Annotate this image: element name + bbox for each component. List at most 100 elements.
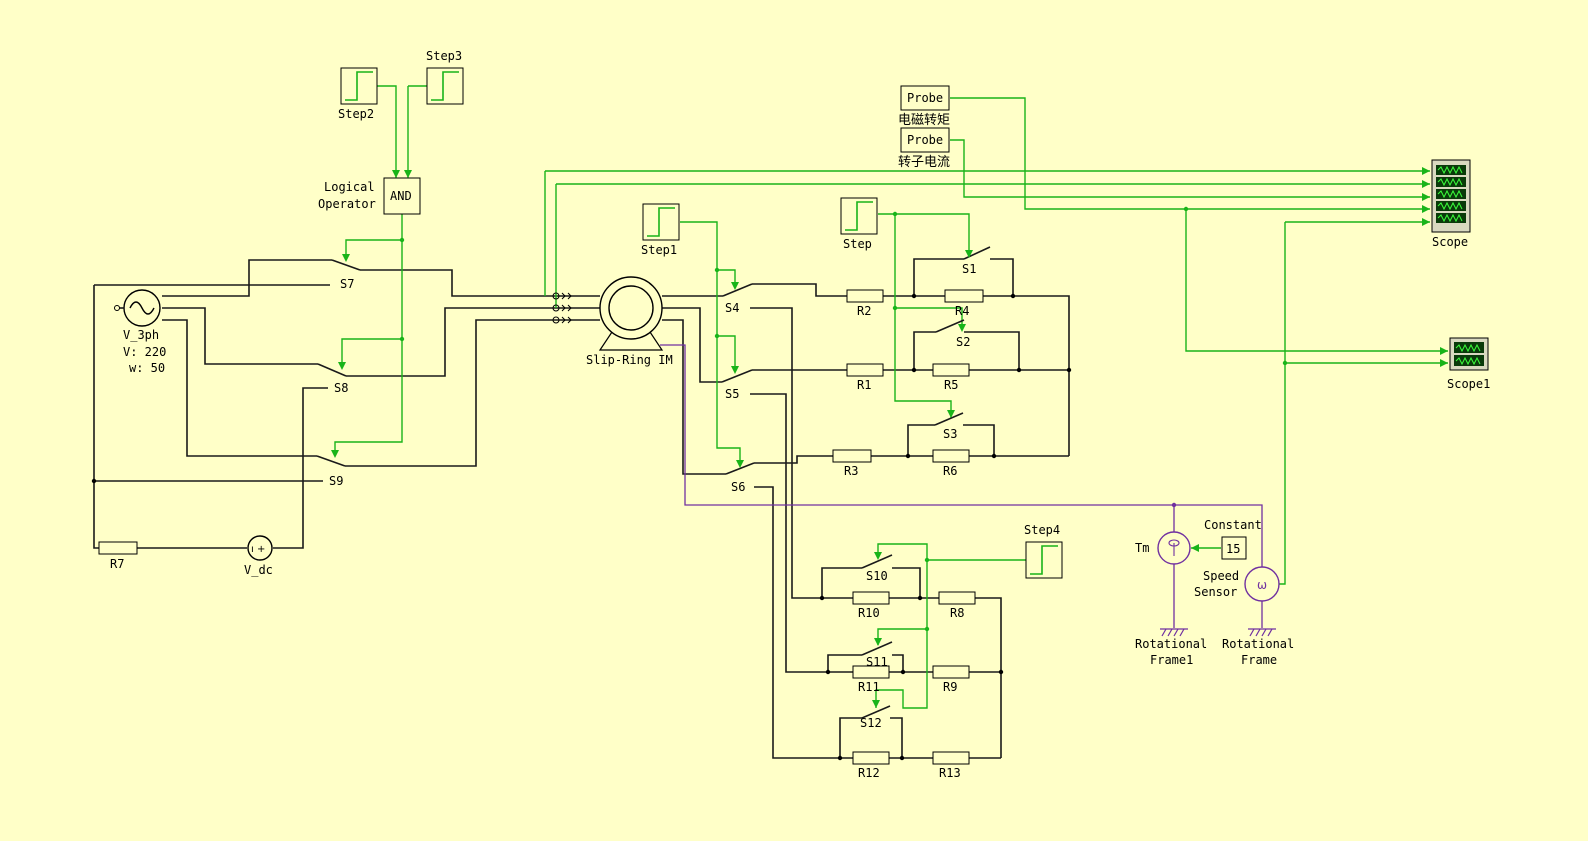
step-function-icon	[431, 71, 459, 101]
rot-frame1-label-2: Frame1	[1150, 653, 1193, 667]
resistor-r5[interactable]: R5	[932, 363, 970, 392]
speed-sensor[interactable]: ω Speed Sensor	[1194, 566, 1280, 602]
logical-operator-label-1: Logical	[324, 180, 375, 194]
step-block[interactable]: Step	[840, 197, 878, 251]
resistor-r11[interactable]: R11	[852, 665, 890, 694]
signal-junction-dots	[399, 206, 1288, 632]
r10-label: R10	[858, 606, 880, 620]
resistor-r6[interactable]: R6	[932, 449, 970, 478]
step4-block[interactable]: Step4	[1024, 523, 1063, 579]
probe-current-caption: 转子电流	[898, 155, 950, 170]
resistor-r7[interactable]: R7	[98, 541, 138, 571]
rot-frame-label-2: Frame	[1241, 653, 1277, 667]
r7-label: R7	[110, 557, 124, 571]
junction-dots	[91, 293, 1072, 761]
rot-frame1-label-1: Rotational	[1135, 637, 1207, 651]
step-function-icon	[647, 207, 675, 237]
r2-label: R2	[857, 304, 871, 318]
constant-block[interactable]: 15 Constant	[1204, 518, 1262, 560]
r8-label: R8	[950, 606, 964, 620]
s10-label: S10	[866, 569, 888, 583]
switch-s6[interactable]: S6	[725, 462, 755, 494]
s9-label: S9	[329, 474, 343, 488]
switch-s4[interactable]: S4	[722, 283, 753, 315]
signal-arrowheads	[331, 167, 1448, 708]
source-name: V_3ph	[123, 328, 159, 342]
source-voltage: V: 220	[123, 345, 166, 359]
r9-label: R9	[943, 680, 957, 694]
switch-s3[interactable]: S3	[934, 412, 964, 441]
ac-source-icon	[129, 301, 155, 315]
resistor-r13[interactable]: R13	[932, 751, 970, 780]
resistor-r2[interactable]: R2	[846, 289, 884, 318]
resistor-r3[interactable]: R3	[832, 449, 872, 478]
induction-machine-icon	[598, 276, 664, 351]
switch-s10[interactable]: S10	[861, 554, 893, 583]
switch-s12[interactable]: S12	[860, 705, 891, 730]
rotational-frame1[interactable]: Rotational Frame1	[1135, 628, 1207, 667]
step2-block[interactable]: Step2	[338, 67, 378, 121]
resistor-r10[interactable]: R10	[852, 591, 890, 620]
resistor-r8[interactable]: R8	[938, 591, 976, 620]
step-function-icon	[345, 71, 373, 101]
probe-torque[interactable]: Probe 电磁转矩	[898, 85, 950, 128]
r1-label: R1	[857, 378, 871, 392]
and-text: AND	[390, 189, 412, 203]
logical-operator-block[interactable]: AND Logical Operator	[318, 177, 421, 215]
oscilloscope-icon	[1454, 342, 1484, 366]
speed-sensor-label-1: Speed	[1203, 569, 1239, 583]
torque-source[interactable]: Tm	[1135, 531, 1191, 565]
step1-label: Step1	[641, 243, 677, 257]
step1-block[interactable]: Step1	[641, 203, 680, 257]
logical-operator-label-2: Operator	[318, 197, 376, 211]
probe-rotor-current[interactable]: Probe 转子电流	[898, 127, 950, 170]
s12-label: S12	[860, 716, 882, 730]
r11-label: R11	[858, 680, 880, 694]
s1-label: S1	[962, 262, 976, 276]
r12-label: R12	[858, 766, 880, 780]
signal-wires	[334, 85, 1448, 709]
switch-s1[interactable]: S1	[962, 246, 991, 276]
switch-s8[interactable]: S8	[317, 363, 348, 395]
dc-source-icon: ı +	[251, 544, 265, 555]
s6-label: S6	[731, 480, 745, 494]
probe-text: Probe	[907, 91, 943, 105]
resistor-r9[interactable]: R9	[932, 665, 970, 694]
scope-block[interactable]: Scope	[1431, 159, 1471, 249]
speed-sensor-label-2: Sensor	[1194, 585, 1237, 599]
rot-frame-label-1: Rotational	[1222, 637, 1294, 651]
s4-label: S4	[725, 301, 739, 315]
dc-source[interactable]: ı + V_dc	[244, 535, 273, 577]
torque-source-icon	[1168, 539, 1180, 556]
bus-connectors	[552, 292, 572, 324]
s2-label: S2	[956, 335, 970, 349]
vdc-label: V_dc	[244, 563, 273, 577]
slip-ring-machine[interactable]: Slip-Ring IM	[586, 276, 673, 367]
three-phase-source[interactable]: V_3ph V: 220 w: 50	[114, 289, 167, 375]
probe-torque-caption: 电磁转矩	[898, 113, 950, 128]
resistor-r4[interactable]: R4	[944, 289, 984, 318]
step-function-icon	[845, 201, 873, 231]
step2-label: Step2	[338, 107, 374, 121]
switch-s11[interactable]: S11	[861, 641, 893, 669]
constant-value: 15	[1226, 542, 1240, 556]
scope-label: Scope	[1432, 235, 1468, 249]
electrical-wires	[93, 258, 1070, 759]
resistor-r12[interactable]: R12	[852, 751, 890, 780]
switch-s7[interactable]: S7	[331, 259, 361, 291]
step3-block[interactable]: Step3	[426, 49, 464, 105]
speed-sensor-icon: ω	[1257, 578, 1267, 592]
scope1-block[interactable]: Scope1	[1447, 337, 1490, 391]
switch-s9[interactable]: S9	[316, 455, 346, 488]
switch-s2[interactable]: S2	[935, 319, 970, 349]
mechanical-wires	[660, 344, 1263, 628]
probe-text: Probe	[907, 133, 943, 147]
rotational-frame[interactable]: Rotational Frame	[1222, 628, 1294, 667]
resistor-r1[interactable]: R1	[846, 363, 884, 392]
s5-label: S5	[725, 387, 739, 401]
r6-label: R6	[943, 464, 957, 478]
step3-label: Step3	[426, 49, 462, 63]
machine-label: Slip-Ring IM	[586, 353, 673, 367]
switch-s5[interactable]: S5	[721, 369, 753, 401]
